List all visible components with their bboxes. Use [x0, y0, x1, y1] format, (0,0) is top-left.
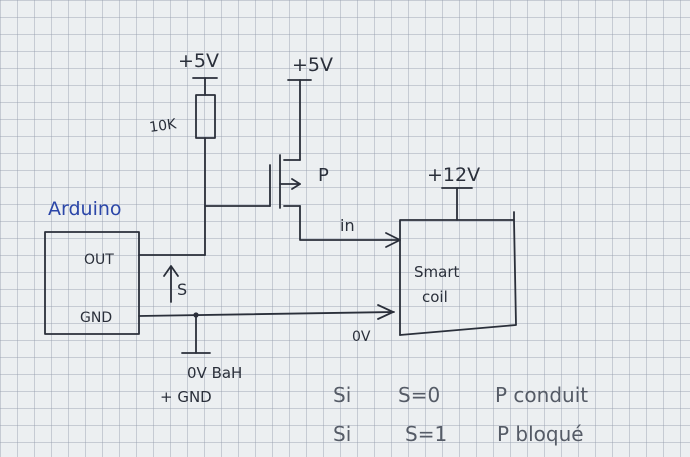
ground-label-2: + GND — [160, 388, 212, 406]
wire-gnd — [138, 311, 395, 317]
input-label: in — [340, 216, 355, 235]
arduino-box — [44, 231, 140, 335]
coil-label-1: Smart — [414, 263, 459, 281]
note-1-result: P conduit — [495, 383, 588, 407]
out-pin-label: OUT — [84, 252, 114, 268]
supply-coil-label: +12V — [427, 164, 480, 186]
wire-drain-input — [299, 205, 401, 241]
arduino-label: Arduino — [48, 198, 122, 220]
gnd-arrow-head — [377, 304, 394, 320]
supply-transistor-label: +5V — [292, 54, 333, 76]
coil-box-right — [399, 211, 517, 336]
ground-label-1: 0V BaH — [187, 364, 242, 382]
note-2-word: Si — [333, 422, 351, 446]
transistor-label: P — [318, 165, 329, 186]
signal-arrow-head — [163, 265, 179, 277]
resistor-body — [195, 94, 216, 139]
note-2-condition: S=1 — [405, 422, 447, 446]
note-1-word: Si — [333, 383, 351, 407]
note-1-condition: S=0 — [398, 383, 440, 407]
note-2-result: P bloqué — [497, 422, 584, 446]
gnd-pin-label: GND — [80, 310, 112, 326]
zero-volt-label: 0V — [352, 329, 371, 345]
resistor-label: 10K — [148, 116, 178, 136]
signal-label: S — [177, 280, 187, 299]
coil-box-left — [399, 219, 515, 336]
supply-resistor-label: +5V — [178, 50, 219, 72]
coil-label-2: coil — [422, 288, 448, 306]
transistor-arrow — [291, 178, 301, 190]
